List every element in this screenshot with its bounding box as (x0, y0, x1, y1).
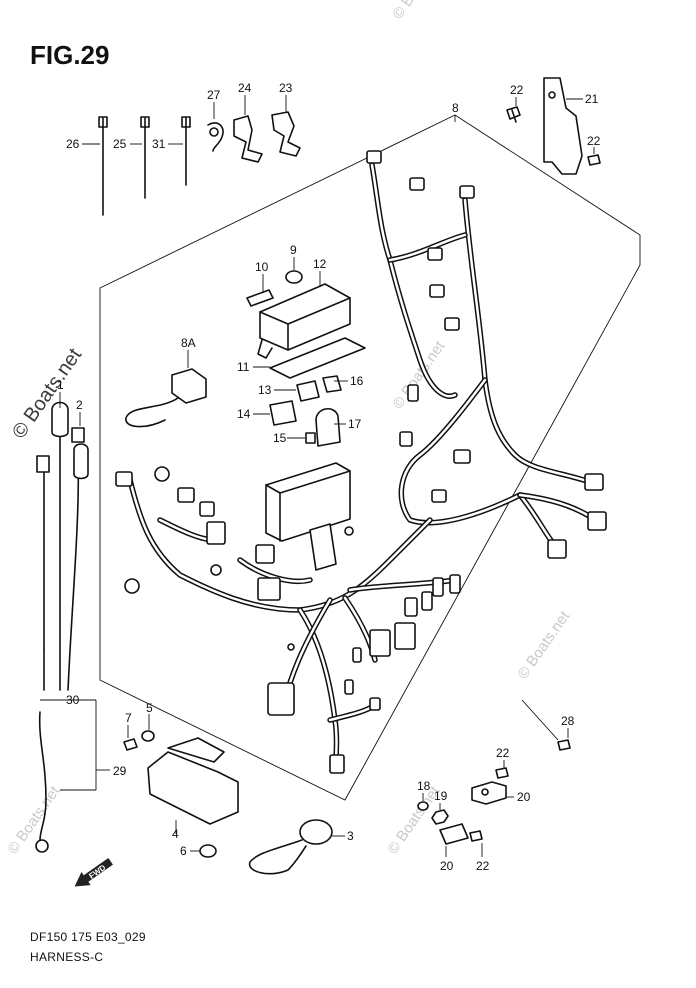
watermark-repeat: © Boats.net (389, 0, 448, 22)
plate-20-a (471, 781, 514, 805)
relay-8A (125, 350, 207, 428)
washer-18 (417, 793, 429, 811)
bolt-28 (521, 699, 571, 751)
callout: 29 (113, 764, 127, 778)
cover-12-assembly (257, 271, 366, 379)
callout: 25 (113, 137, 127, 151)
callout: 20 (440, 859, 454, 873)
callout: 12 (313, 257, 327, 271)
callout: 1 (57, 378, 64, 392)
callout: 8A (181, 336, 196, 350)
bracket-21 (543, 77, 583, 175)
callout: 20 (517, 790, 531, 804)
fuse-15 (287, 432, 316, 444)
battery-cable-1 (51, 392, 69, 691)
callout: 11 (237, 360, 250, 374)
callout: 22 (510, 83, 524, 97)
callout: 19 (434, 789, 448, 803)
bolt-7 (123, 725, 138, 751)
sensor-3 (248, 819, 345, 875)
lead-29 (35, 711, 110, 853)
callout: 5 (146, 701, 153, 715)
fuse-puller-10 (246, 274, 274, 307)
cap-9 (285, 257, 303, 284)
grommet-6 (190, 844, 217, 858)
holder-4 (147, 737, 239, 834)
callout: 28 (561, 714, 575, 728)
callout: 17 (348, 417, 362, 431)
watermark-repeat: © Boats.net (4, 782, 63, 857)
callout: 9 (290, 243, 297, 257)
watermark-repeat: © Boats.net (514, 607, 573, 682)
callout: 22 (587, 134, 601, 148)
callout: 16 (350, 374, 364, 388)
figure-title: FIG.29 (30, 40, 110, 70)
clip-27 (207, 102, 224, 152)
bolt-22-top (506, 97, 521, 123)
callout: 10 (255, 260, 269, 274)
callout: 30 (66, 693, 80, 707)
callout: 22 (496, 746, 510, 760)
relay-17 (315, 408, 346, 447)
figure-name: HARNESS-C (30, 950, 104, 964)
callout: 8 (452, 101, 459, 115)
cable-tie-31 (168, 116, 191, 186)
clamp-23 (271, 95, 301, 157)
battery-cable-2 (67, 412, 89, 691)
callout: 24 (238, 81, 252, 95)
callout: 2 (76, 398, 83, 412)
cable-tie-26 (82, 116, 108, 216)
callout: 15 (273, 431, 287, 445)
callout: 14 (237, 407, 251, 421)
washer-5 (141, 714, 155, 742)
watermarks: © Boats.net © Boats.net © Boats.net © Bo… (4, 0, 573, 857)
assembly-outline (99, 114, 641, 801)
front-direction-arrow: FWD (74, 858, 113, 887)
callout: 26 (66, 137, 80, 151)
plate-20-b (439, 823, 469, 857)
bolt-22-c (495, 760, 509, 779)
relay-13 (274, 380, 320, 402)
relay-14 (253, 400, 297, 426)
callout: 27 (207, 88, 221, 102)
callout: 6 (180, 844, 187, 858)
figure-code: DF150 175 E03_029 (30, 930, 146, 944)
bolt-22-d (469, 830, 483, 857)
callout: 31 (152, 137, 166, 151)
callout: 7 (125, 711, 132, 725)
bolt-22-right (587, 147, 601, 166)
callout: 18 (417, 779, 431, 793)
fuse-box-main (265, 462, 351, 571)
callout: 13 (258, 383, 272, 397)
callout: 23 (279, 81, 293, 95)
callout: 3 (347, 829, 354, 843)
clamp-24 (233, 95, 263, 163)
nut-19 (431, 803, 449, 825)
harness-30 (36, 455, 97, 790)
relay-16 (322, 375, 348, 393)
callout: 4 (172, 827, 179, 841)
callout: 21 (585, 92, 599, 106)
harness-connectors (115, 150, 607, 774)
cable-tie-25 (130, 116, 150, 199)
callouts: 26 25 31 27 24 23 8 22 21 22 9 10 12 8A … (57, 81, 601, 873)
harness-trunk (127, 162, 599, 773)
callout: 22 (476, 859, 490, 873)
